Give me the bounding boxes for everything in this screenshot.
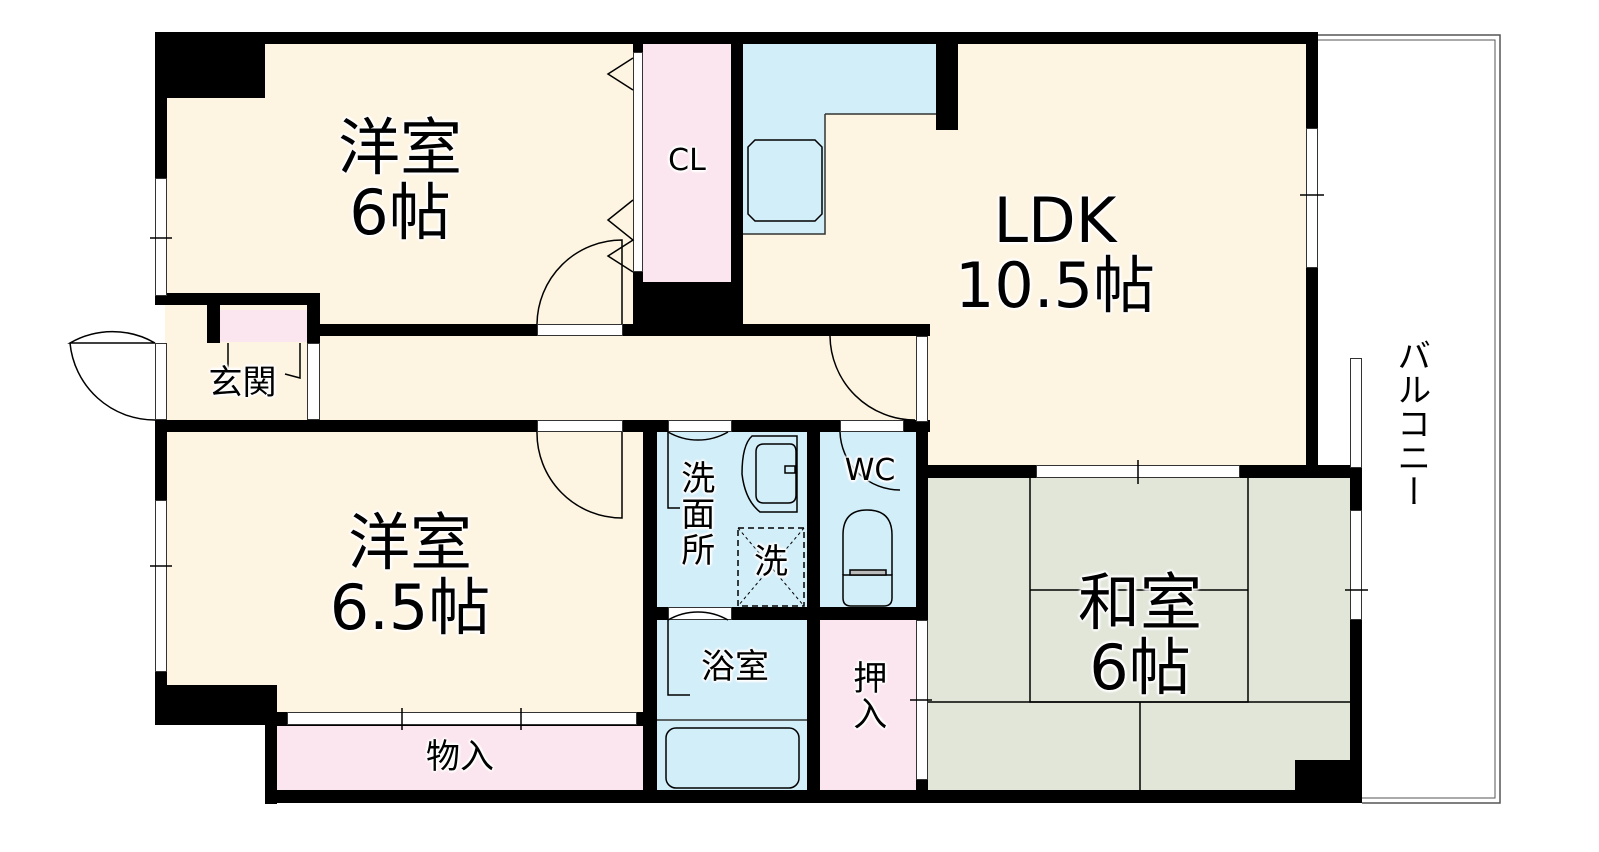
shoe-cabinet xyxy=(220,310,308,342)
toilet-floor xyxy=(820,432,918,607)
window-washitsu-right-lower xyxy=(1350,510,1362,620)
door-ldk xyxy=(916,336,928,422)
oshiire-label: 押入 xyxy=(846,660,887,732)
wall-closet-bottom xyxy=(633,282,743,332)
wall-entrance-top xyxy=(155,293,320,305)
window-room1-left xyxy=(155,178,167,296)
room-name: 洋室 xyxy=(347,506,472,579)
door-bathroom xyxy=(668,607,732,620)
door-washroom xyxy=(668,420,732,432)
wall-corner-column-tl xyxy=(155,32,265,98)
window-washitsu-right xyxy=(1350,358,1362,468)
wall-storage-left xyxy=(265,712,277,804)
wall-kitchen-pillar xyxy=(936,42,958,130)
door-room1 xyxy=(537,324,623,336)
closet-door xyxy=(633,52,643,272)
room-name: 和室 xyxy=(1077,566,1202,639)
washroom-label: 洗面所 xyxy=(674,460,715,568)
bathroom-floor xyxy=(657,620,807,792)
storage-label: 物入 xyxy=(426,737,494,777)
ldk-label: LDK 10.5帖 xyxy=(930,188,1180,318)
ldk-lower-floor xyxy=(920,330,1306,470)
bathroom-label: 浴室 xyxy=(701,647,769,687)
western-room-2-floor xyxy=(165,432,643,712)
wall-corner-column-br xyxy=(1295,760,1362,803)
western-room-1-label: 洋室 6帖 xyxy=(300,115,500,245)
entrance-label: 玄関 xyxy=(208,363,277,403)
room-size: 6.5帖 xyxy=(329,571,491,645)
door-toilet xyxy=(840,420,904,432)
toilet-label: WC xyxy=(844,453,896,488)
japanese-room-label: 和室 6帖 xyxy=(1040,570,1240,700)
room-size: 6帖 xyxy=(349,176,451,250)
oshiire-floor xyxy=(820,620,918,792)
western-room-2-label: 洋室 6.5帖 xyxy=(300,510,520,640)
washer-space-label: 洗 xyxy=(754,542,788,582)
storage-floor xyxy=(275,725,643,790)
wall-corner-column-bl xyxy=(155,685,277,725)
door-entrance-inner xyxy=(307,343,320,420)
balcony-label: バルコニー xyxy=(1390,338,1431,508)
window-ldk-right xyxy=(1306,128,1318,268)
wall-shoe-cabinet xyxy=(207,293,220,343)
room-name: LDK xyxy=(993,184,1117,257)
closet-floor xyxy=(643,42,731,282)
wall-closet-right xyxy=(731,42,743,332)
closet-label: CL xyxy=(668,143,706,178)
japanese-room-floor xyxy=(928,478,1350,792)
sliding-door-storage xyxy=(287,712,637,725)
room-size: 6帖 xyxy=(1089,631,1191,705)
window-room2-left xyxy=(155,500,167,672)
kitchen-counter-side xyxy=(743,42,825,234)
room-size: 10.5帖 xyxy=(954,249,1156,323)
front-door xyxy=(155,343,167,420)
washroom-floor xyxy=(657,432,807,607)
room-name: 洋室 xyxy=(337,111,462,184)
door-room2 xyxy=(537,420,623,432)
wall-top-left xyxy=(155,32,1318,44)
